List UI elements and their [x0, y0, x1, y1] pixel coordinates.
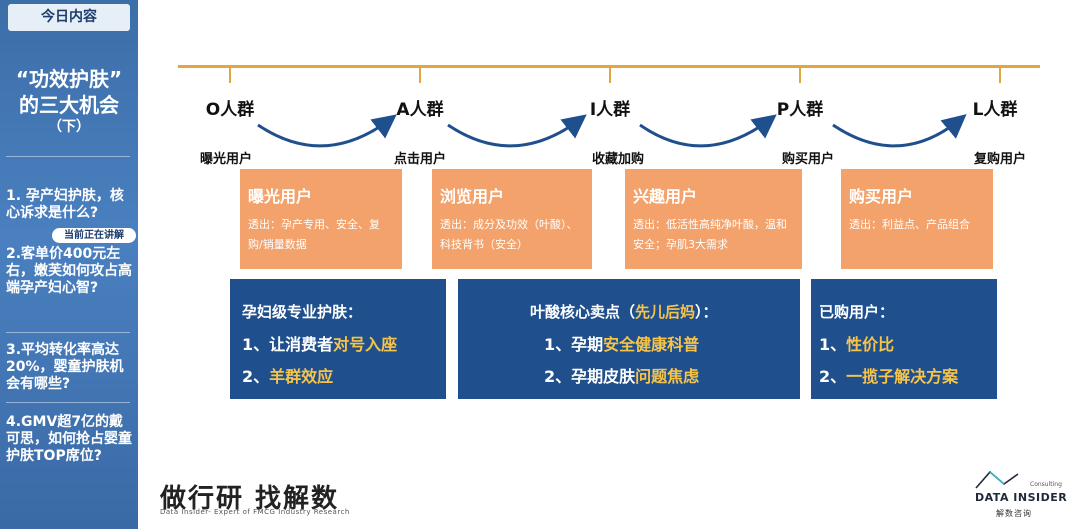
- node-o-group: O人群: [205, 100, 255, 120]
- point-text: 2、孕期皮肤: [544, 367, 636, 386]
- point-highlight: 对号入座: [333, 335, 398, 354]
- node-l-group: L人群: [972, 100, 1018, 120]
- section-title: “功效护肤” 的三大机会 （下）: [0, 66, 138, 136]
- brand-tagline: Data Insider- Expert of FMCG Industry Re…: [160, 508, 350, 516]
- node-p-group: P人群: [776, 100, 824, 120]
- flow-arc-i-to-p: [639, 114, 777, 148]
- timeline-tick: [999, 65, 1001, 83]
- stage-label-purchase: 购买用户: [781, 152, 834, 167]
- sidebar-item-question-2[interactable]: 2.客单价400元左右，嫩芙如何攻占高端孕产妇心智?: [6, 246, 132, 296]
- title-text: ）：: [695, 303, 718, 321]
- point-text: 1、让消费者: [242, 335, 334, 354]
- sidebar-divider: [6, 332, 130, 333]
- logo-cn-name: 解数咨询: [996, 509, 1032, 518]
- card-point-2: 2、孕期皮肤问题焦虑: [544, 363, 699, 387]
- data-insider-logo-icon: [975, 470, 1019, 489]
- point-highlight: 羊群效应: [269, 367, 334, 386]
- card-title: 曝光用户: [248, 187, 313, 206]
- point-highlight: 问题焦虑: [635, 367, 700, 386]
- current-badge: 当前正在讲解: [52, 228, 136, 243]
- card-body: 透出：利益点、产品组合: [849, 218, 970, 231]
- point-highlight: 一揽子解决方案: [846, 367, 959, 386]
- card-purchase-users: 购买用户 透出：利益点、产品组合: [841, 169, 993, 269]
- flow-arc-a-to-i: [447, 114, 587, 148]
- logo-consulting-label: Consulting: [1030, 481, 1062, 488]
- sidebar-item-question-1[interactable]: 1. 孕产妇护肤，核心诉求是什么?: [6, 188, 124, 221]
- point-text: 2、: [819, 367, 847, 386]
- section-title-line2: 的三大机会: [19, 93, 119, 117]
- sidebar-divider: [6, 402, 130, 403]
- card-exposure-users: 曝光用户 透出：孕产专用、安全、复购/销量数据: [240, 169, 402, 269]
- node-a-group: A人群: [396, 100, 444, 120]
- card-body: 透出：成分及功效（叶酸）、科技背书（安全）: [440, 218, 578, 251]
- card-title: 购买用户: [849, 187, 914, 206]
- card-body: 透出：低活性高纯净叶酸，温和安全；孕肌3大需求: [633, 218, 787, 251]
- card-purchased-users: 已购用户： 1、性价比 2、一揽子解决方案: [811, 279, 997, 399]
- card-point-2: 2、一揽子解决方案: [819, 363, 958, 387]
- card-body: 透出：孕产专用、安全、复购/销量数据: [248, 218, 380, 251]
- point-text: 1、: [819, 335, 847, 354]
- timeline-tick: [419, 65, 421, 83]
- card-title: 叶酸核心卖点（先儿后妈）：: [530, 301, 718, 322]
- point-text: 2、: [242, 367, 270, 386]
- sidebar-divider: [6, 156, 130, 157]
- timeline-tick: [609, 65, 611, 83]
- flow-arc-o-to-a: [257, 114, 397, 148]
- stage-label-repurchase: 复购用户: [973, 152, 1026, 167]
- card-point-1: 1、性价比: [819, 331, 894, 355]
- section-title-line3: （下）: [48, 119, 90, 135]
- brand-slogan: 做行研 找解数: [160, 484, 340, 514]
- logo-name: DATA INSIDER: [975, 491, 1068, 504]
- sidebar: 今日内容 “功效护肤” 的三大机会 （下） 1. 孕产妇护肤，核心诉求是什么? …: [0, 0, 138, 529]
- timeline-tick: [229, 65, 231, 83]
- card-title: 兴趣用户: [633, 187, 698, 206]
- timeline-tick: [799, 65, 801, 83]
- card-title: 已购用户：: [819, 303, 895, 321]
- stage-label-exposure: 曝光用户: [199, 152, 252, 167]
- title-highlight: 先儿后妈: [635, 303, 696, 321]
- card-folic-acid-selling-points: 叶酸核心卖点（先儿后妈）： 1、孕期安全健康科普 2、孕期皮肤问题焦虑: [458, 279, 800, 399]
- point-text: 1、孕期: [544, 335, 604, 354]
- sidebar-item-question-3[interactable]: 3.平均转化率高达20%，婴童护肤机会有哪些?: [6, 342, 124, 392]
- card-title: 孕妇级专业护肤：: [242, 303, 363, 321]
- card-point-1: 1、让消费者对号入座: [242, 331, 397, 355]
- card-professional-care: 孕妇级专业护肤： 1、让消费者对号入座 2、羊群效应: [230, 279, 446, 399]
- card-point-1: 1、孕期安全健康科普: [544, 331, 699, 355]
- title-text: 叶酸核心卖点（: [530, 303, 636, 321]
- card-point-2: 2、羊群效应: [242, 363, 333, 387]
- node-i-group: I人群: [589, 100, 631, 120]
- today-content-tab[interactable]: 今日内容: [8, 4, 130, 31]
- section-title-line1: “功效护肤”: [15, 67, 123, 91]
- stage-label-cart: 收藏加购: [591, 152, 644, 167]
- stage-label-click: 点击用户: [393, 152, 446, 167]
- card-interest-users: 兴趣用户 透出：低活性高纯净叶酸，温和安全；孕肌3大需求: [625, 169, 802, 269]
- card-title: 浏览用户: [440, 187, 505, 206]
- flow-arc-p-to-l: [832, 114, 967, 148]
- point-highlight: 安全健康科普: [603, 335, 700, 354]
- point-highlight: 性价比: [846, 335, 895, 354]
- sidebar-item-question-4[interactable]: 4.GMV超7亿的戴可思，如何抢占婴童护肤TOP席位?: [6, 414, 132, 464]
- flow-arcs: [257, 114, 967, 148]
- card-browse-users: 浏览用户 透出：成分及功效（叶酸）、科技背书（安全）: [432, 169, 592, 269]
